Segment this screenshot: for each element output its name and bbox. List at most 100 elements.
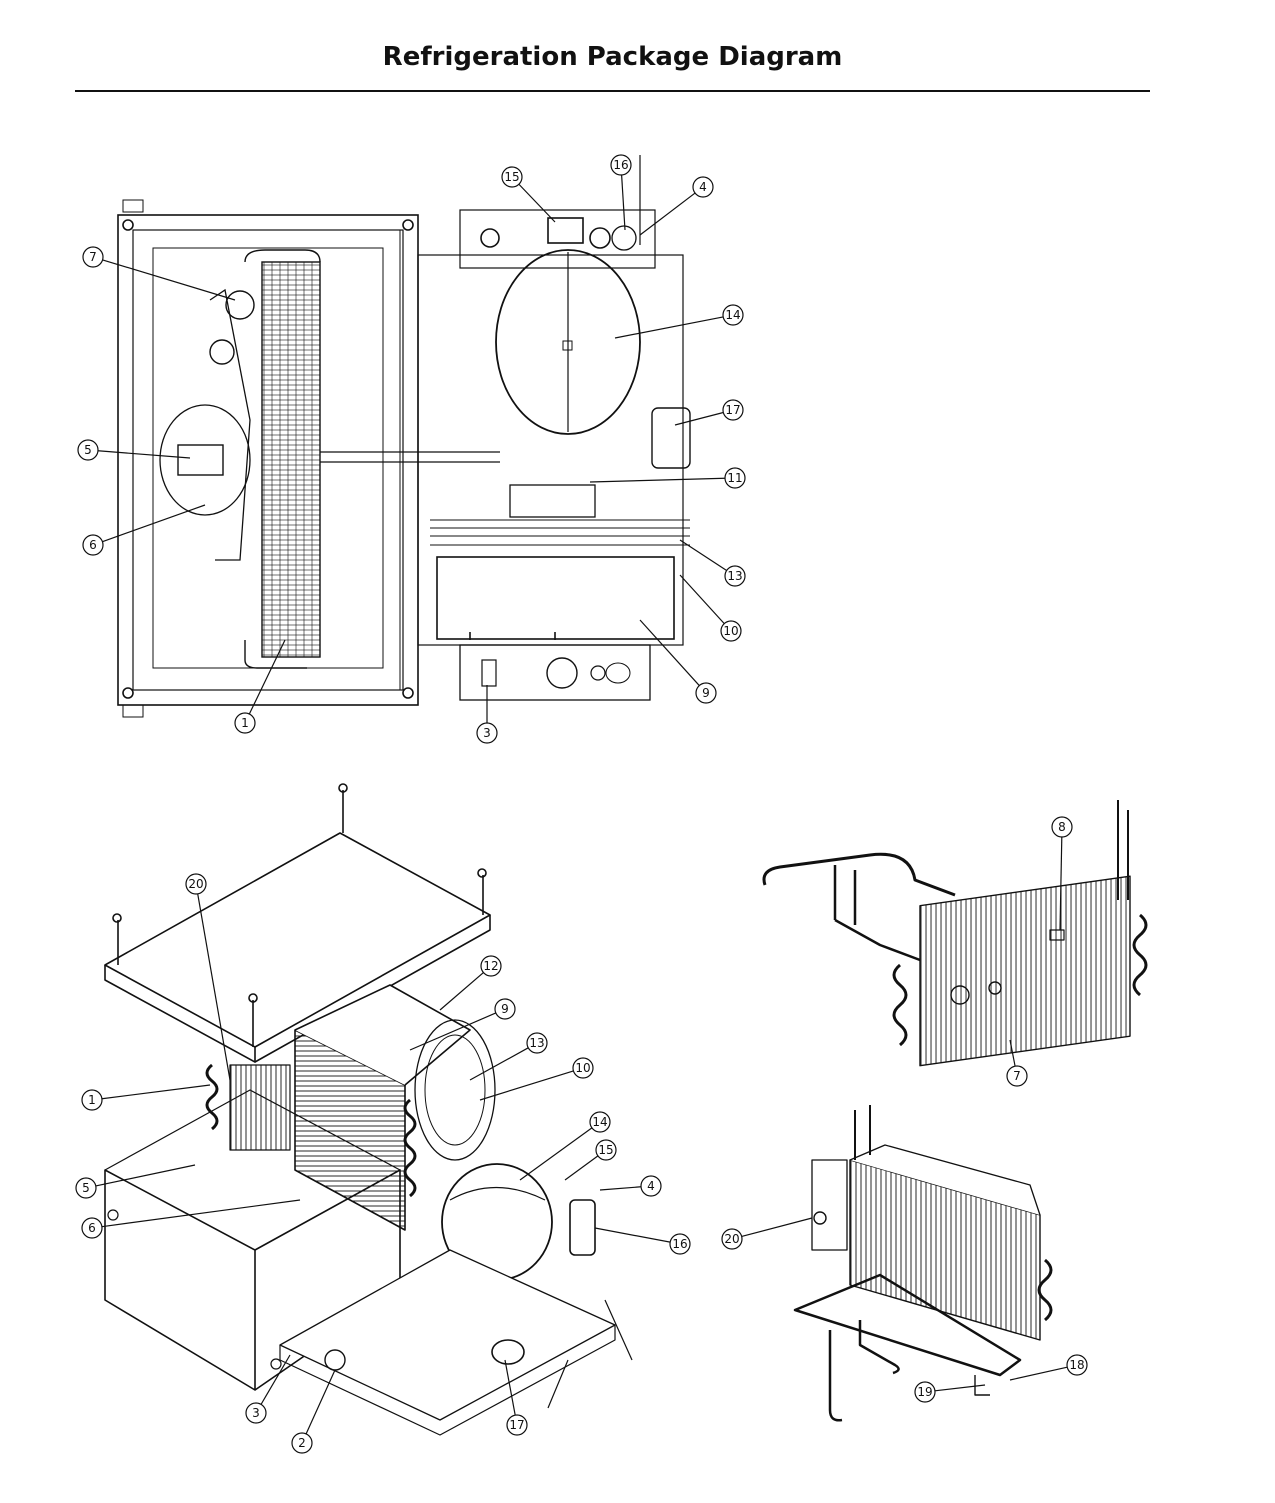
callout-number-isometric-6: 6: [88, 1221, 96, 1235]
callout-number-isometric-1: 1: [88, 1093, 96, 1107]
callout-bubble-top-15: [501, 166, 523, 188]
callout-leader-top-15: [518, 183, 556, 223]
callout-leader-isometric-13: [469, 1047, 529, 1081]
iso-condenser-fan: [414, 1019, 496, 1161]
callout-number-condenser-20: 20: [724, 1232, 739, 1246]
top-view-condenser: [436, 556, 675, 640]
evap-detail-coil: [919, 875, 1131, 1067]
callout-leader-isometric-6: [101, 1199, 301, 1228]
callout-leader-evaporator-7: [1009, 1039, 1016, 1067]
callout-number-isometric-2: 2: [298, 1436, 306, 1450]
top-view-fan-motor: [177, 444, 224, 476]
callout-leader-isometric-1: [101, 1084, 211, 1100]
callout-number-top-13: 13: [727, 569, 742, 583]
callout-leader-isometric-17: [504, 1359, 516, 1416]
callout-number-isometric-13: 13: [529, 1036, 544, 1050]
callout-leader-isometric-12: [439, 972, 484, 1011]
callout-leader-isometric-4: [599, 1186, 642, 1191]
callout-leader-evaporator-8: [1059, 836, 1063, 931]
callout-bubble-isometric-14: [589, 1111, 611, 1133]
callout-bubble-isometric-4: [640, 1175, 662, 1197]
callout-number-top-5: 5: [84, 443, 92, 457]
callout-bubble-top-6: [82, 534, 104, 556]
callout-leader-condenser-19: [934, 1384, 986, 1392]
callout-number-isometric-15: 15: [598, 1143, 613, 1157]
iso-evaporator-coil: [229, 1064, 291, 1151]
callout-leader-condenser-18: [1009, 1366, 1068, 1381]
top-view-control-panel: [459, 644, 651, 701]
callout-bubble-top-17: [722, 399, 744, 421]
callout-number-evaporator-8: 8: [1058, 820, 1066, 834]
top-view-base-plate: [417, 254, 684, 646]
callout-number-isometric-5: 5: [82, 1181, 90, 1195]
callout-bubble-condenser-19: [914, 1381, 936, 1403]
callout-bubble-top-10: [720, 620, 742, 642]
top-view-drier: [651, 407, 691, 469]
callout-number-isometric-9: 9: [501, 1002, 509, 1016]
callout-bubble-isometric-10: [572, 1057, 594, 1079]
top-view: [117, 155, 691, 718]
callout-bubble-top-4: [692, 176, 714, 198]
callout-bubble-condenser-20: [721, 1228, 743, 1250]
callout-number-isometric-12: 12: [483, 959, 498, 973]
callout-bubble-evaporator-8: [1051, 816, 1073, 838]
callout-number-top-7: 7: [89, 250, 97, 264]
callout-leader-isometric-5: [95, 1164, 196, 1187]
callout-number-isometric-10: 10: [575, 1061, 590, 1075]
callout-bubble-top-3: [476, 722, 498, 744]
callout-bubble-isometric-6: [81, 1217, 103, 1239]
callout-number-top-15: 15: [504, 170, 519, 184]
iso-drier: [569, 1199, 596, 1256]
callout-leader-top-11: [589, 477, 726, 483]
isometric-view: [104, 783, 633, 1436]
callout-bubble-isometric-5: [75, 1177, 97, 1199]
callout-bubble-top-5: [77, 439, 99, 461]
top-view-evaporator-coil: [261, 261, 321, 658]
callout-bubble-evaporator-7: [1006, 1065, 1028, 1087]
callout-number-condenser-18: 18: [1069, 1358, 1084, 1372]
callout-leader-isometric-3: [260, 1354, 291, 1405]
callout-leader-isometric-14: [519, 1127, 593, 1181]
callout-leader-isometric-2: [305, 1369, 336, 1435]
callout-leader-top-17: [674, 411, 724, 426]
callout-bubble-isometric-16: [669, 1233, 691, 1255]
callout-leader-top-14: [614, 316, 724, 339]
callout-bubble-top-13: [724, 565, 746, 587]
iso-base-pan: [279, 1249, 616, 1421]
callout-leader-top-1: [248, 639, 286, 715]
top-view-relay: [509, 484, 596, 518]
callout-number-top-14: 14: [725, 308, 740, 322]
callout-bubble-top-16: [610, 154, 632, 176]
callout-leader-top-7: [102, 259, 236, 301]
callout-number-top-11: 11: [727, 471, 742, 485]
callout-number-isometric-3: 3: [252, 1406, 260, 1420]
callout-bubble-isometric-13: [526, 1032, 548, 1054]
callout-leader-top-5: [97, 450, 191, 459]
lower-coil-detail-callouts: 18 19 20: [721, 1217, 1088, 1403]
iso-housing: [104, 1169, 256, 1391]
title-rule: [75, 90, 1150, 92]
callout-number-top-4: 4: [699, 180, 707, 194]
callout-bubble-isometric-9: [494, 998, 516, 1020]
callout-bubble-top-1: [234, 712, 256, 734]
callout-number-condenser-19: 19: [917, 1385, 932, 1399]
top-view-housing-inner: [132, 229, 404, 691]
callout-bubble-isometric-20: [185, 873, 207, 895]
callout-number-top-17: 17: [725, 403, 740, 417]
callout-bubble-top-9: [695, 682, 717, 704]
callout-bubble-isometric-15: [595, 1139, 617, 1161]
evaporator-detail-callouts: 78: [1006, 816, 1073, 1087]
callout-leader-isometric-15: [564, 1155, 599, 1181]
callout-number-top-6: 6: [89, 538, 97, 552]
callout-number-top-16: 16: [613, 158, 628, 172]
callout-leader-top-9: [639, 619, 700, 686]
callout-number-top-3: 3: [483, 726, 491, 740]
callout-bubble-top-11: [724, 467, 746, 489]
callout-number-isometric-20: 20: [188, 877, 203, 891]
callout-leader-top-6: [102, 504, 206, 543]
callout-bubble-top-14: [722, 304, 744, 326]
callout-leader-top-4: [639, 192, 696, 236]
callout-number-evaporator-7: 7: [1013, 1069, 1021, 1083]
callout-leader-condenser-20: [741, 1217, 813, 1238]
